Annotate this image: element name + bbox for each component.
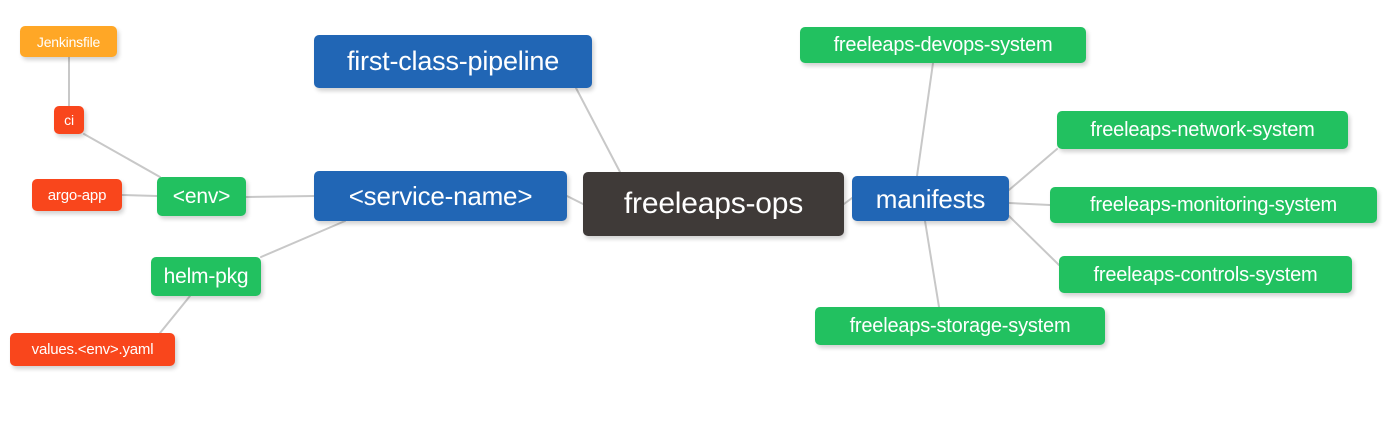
- mindmap-node-freeleaps-monitoring-system[interactable]: freeleaps-monitoring-system: [1050, 187, 1377, 223]
- mindmap-node-label: manifests: [875, 183, 986, 214]
- edge-helm-pkg-to-service-name: [260, 220, 346, 258]
- mindmap-node-service-name[interactable]: <service-name>: [314, 171, 567, 221]
- mindmap-node-freeleaps-ops[interactable]: freeleaps-ops: [583, 172, 844, 236]
- mindmap-node-manifests[interactable]: manifests: [852, 176, 1009, 221]
- mindmap-node-label: freeleaps-devops-system: [833, 34, 1053, 56]
- mindmap-node-label: <service-name>: [348, 181, 533, 211]
- mindmap-node-label: argo-app: [47, 186, 107, 204]
- edge-argo-app-to-env: [121, 194, 158, 197]
- mindmap-node-label: freeleaps-monitoring-system: [1090, 194, 1337, 216]
- mindmap-node-argo-app[interactable]: argo-app: [32, 179, 122, 211]
- edge-freeleaps-network-system-to-manifests: [1008, 148, 1058, 191]
- edge-service-name-to-freeleaps-ops: [566, 195, 584, 205]
- mindmap-node-label: freeleaps-network-system: [1090, 119, 1315, 141]
- mindmap-node-jenkinsfile[interactable]: Jenkinsfile: [20, 26, 117, 57]
- mindmap-node-first-class-pipeline[interactable]: first-class-pipeline: [314, 35, 592, 88]
- mindmap-node-helm-pkg[interactable]: helm-pkg: [151, 257, 261, 296]
- edge-manifests-to-freeleaps-ops: [843, 197, 853, 205]
- mindmap-node-ci[interactable]: ci: [54, 106, 84, 134]
- mindmap-node-values-yaml[interactable]: values.<env>.yaml: [10, 333, 175, 366]
- mindmap-node-freeleaps-devops-system[interactable]: freeleaps-devops-system: [800, 27, 1086, 63]
- edge-freeleaps-monitoring-system-to-manifests: [1008, 202, 1051, 206]
- mindmap-node-label: values.<env>.yaml: [31, 341, 154, 358]
- mindmap-node-label: Jenkinsfile: [36, 33, 101, 50]
- mindmap-node-label: freeleaps-ops: [623, 187, 804, 220]
- edge-freeleaps-storage-system-to-manifests: [924, 220, 940, 308]
- mindmap-node-label: ci: [64, 112, 74, 128]
- edge-values-yaml-to-helm-pkg: [159, 295, 191, 334]
- mindmap-node-label: first-class-pipeline: [346, 46, 560, 76]
- edge-freeleaps-devops-system-to-manifests: [916, 62, 934, 177]
- mindmap-node-env[interactable]: <env>: [157, 177, 246, 216]
- edge-freeleaps-controls-system-to-manifests: [1008, 215, 1060, 266]
- mindmap-node-label: freeleaps-storage-system: [849, 315, 1071, 337]
- mindmap-node-freeleaps-storage-system[interactable]: freeleaps-storage-system: [815, 307, 1105, 345]
- mindmap-node-label: <env>: [172, 185, 231, 208]
- mindmap-node-label: helm-pkg: [163, 265, 249, 288]
- mindmap-node-freeleaps-controls-system[interactable]: freeleaps-controls-system: [1059, 256, 1352, 293]
- edge-first-class-pipeline-to-freeleaps-ops: [575, 87, 621, 173]
- edge-env-to-service-name: [245, 195, 315, 198]
- edge-ci-to-env: [83, 133, 161, 178]
- mindmap-node-label: freeleaps-controls-system: [1093, 263, 1318, 286]
- mindmap-node-freeleaps-network-system[interactable]: freeleaps-network-system: [1057, 111, 1348, 149]
